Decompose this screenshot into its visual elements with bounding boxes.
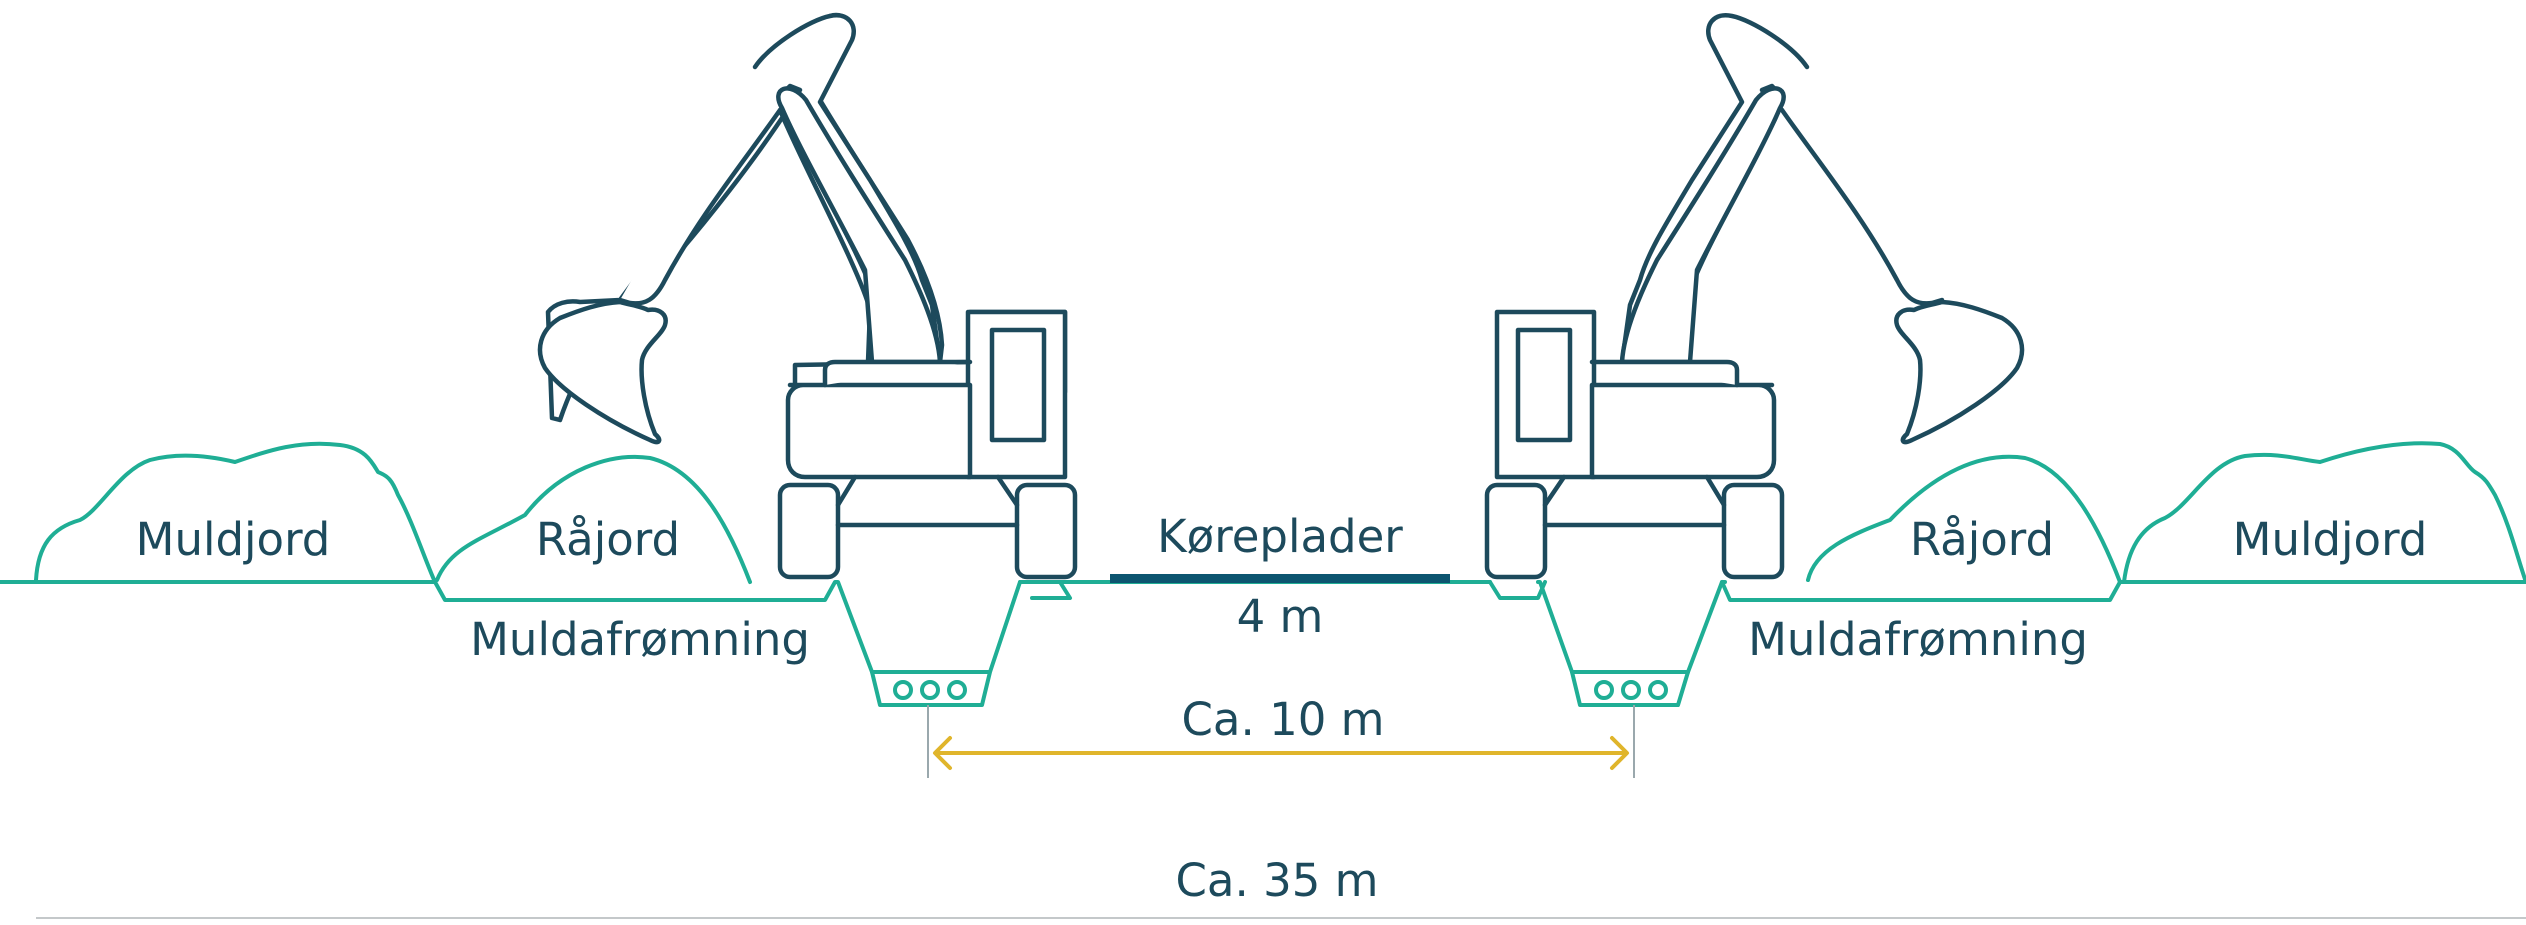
label-plates-width: 4 m <box>1237 590 1324 643</box>
label-topsoil-right: Muldjord <box>2233 513 2428 566</box>
mound-topsoil-right <box>2122 441 2526 584</box>
excavator-left-icon <box>537 12 1078 580</box>
driving-plates <box>1110 574 1450 583</box>
cable-bundle-right <box>1594 680 1668 700</box>
label-stripping-left: Muldafrømning <box>470 613 810 666</box>
label-total-width: Ca. 35 m <box>1175 854 1378 907</box>
mound-topsoil-left <box>34 441 437 584</box>
label-plates: Køreplader <box>1157 510 1403 563</box>
label-stripping-right: Muldafrømning <box>1748 613 2088 666</box>
mound-subsoil-right <box>1806 454 2122 584</box>
trench-spacing-dimension <box>927 705 1635 778</box>
label-subsoil-left: Råjord <box>536 513 680 566</box>
label-trench-spacing: Ca. 10 m <box>1181 693 1384 746</box>
label-subsoil-right: Råjord <box>1910 513 2054 566</box>
label-topsoil-left: Muldjord <box>136 513 331 566</box>
cable-bundle-left <box>893 680 967 700</box>
excavator-right-icon <box>1484 13 2025 580</box>
mound-subsoil-left <box>435 454 752 584</box>
